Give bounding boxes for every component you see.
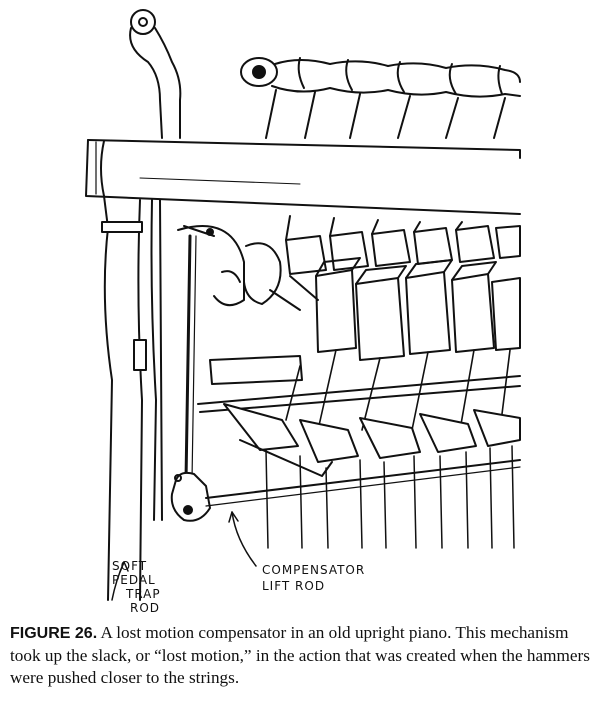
main-rail xyxy=(85,139,521,215)
callout-line: COMPENSATOR xyxy=(262,563,365,577)
callout-line: SOFT xyxy=(112,559,147,573)
hammer-heads xyxy=(269,257,521,361)
piano-action-illustration: SOFT PEDAL TRAP ROD COMPENSATOR LIFT ROD xyxy=(85,9,521,615)
stickers xyxy=(265,445,515,549)
flanges xyxy=(285,215,521,275)
callout-line: PEDAL xyxy=(112,573,156,587)
callout-soft-pedal-trap-rod-last: ROD xyxy=(130,601,160,615)
damper-spoons xyxy=(240,57,521,139)
figure-label: FIGURE 26. xyxy=(10,625,98,642)
support-arm xyxy=(129,9,182,139)
figure-caption: FIGURE 26. A lost motion compensator in … xyxy=(10,622,590,689)
callout-soft-pedal-trap-rod: SOFT PEDAL TRAP xyxy=(112,559,161,601)
left-frame xyxy=(101,195,163,601)
callout-line: LIFT ROD xyxy=(262,579,325,593)
hammer-shanks xyxy=(285,349,511,431)
arrow-lift-rod xyxy=(231,511,257,567)
callout-line: TRAP xyxy=(125,587,161,601)
line-drawing: SOFT PEDAL TRAP ROD COMPENSATOR LIFT ROD xyxy=(85,9,521,615)
compensator-bracket xyxy=(177,225,282,307)
wippens xyxy=(223,403,521,477)
callout-line: ROD xyxy=(130,601,160,615)
caption-text: A lost motion compensator in an old upri… xyxy=(10,623,590,687)
lift-rod xyxy=(197,355,521,507)
leader-arrows xyxy=(111,511,257,601)
callout-compensator-lift-rod: COMPENSATOR LIFT ROD xyxy=(262,563,365,593)
trap-rod xyxy=(170,234,211,522)
